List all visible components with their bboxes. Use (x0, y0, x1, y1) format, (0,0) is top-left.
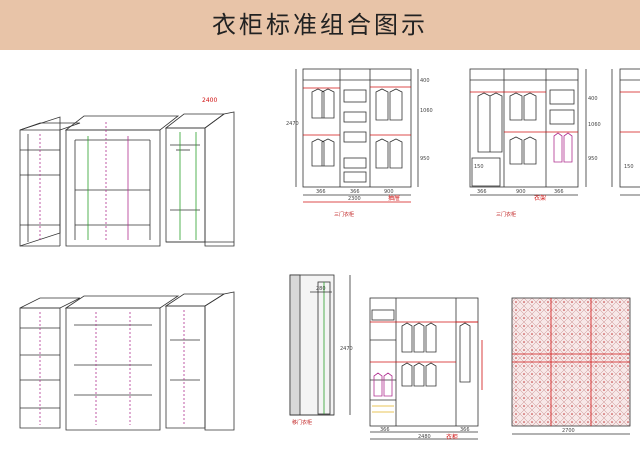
iso-wardrobe-top (19, 111, 235, 247)
wardrobe-a-height-total: 2470 (286, 121, 299, 127)
wardrobe-b (469, 68, 587, 196)
wardrobe-b-width-1: 366 (477, 189, 487, 195)
wardrobe-b-accent-garments (553, 132, 573, 163)
wardrobe-b-note: 衣架 (534, 194, 546, 202)
wardrobe-b-caption: 三门衣柜 (496, 211, 516, 218)
sliding-wardrobe (369, 297, 483, 440)
door-panel-width: 2700 (562, 428, 575, 434)
sliding-wardrobe-total-width: 2480 (418, 434, 431, 440)
wardrobe-a-height-2: 1060 (420, 108, 433, 114)
wardrobe-b-height-1: 400 (588, 96, 598, 102)
wardrobe-a-total-width: 2300 (348, 196, 361, 202)
wardrobe-b-height-2: 1060 (588, 122, 601, 128)
title-banner (0, 0, 640, 50)
wardrobe-c-label: 150 (624, 164, 634, 170)
wardrobe-a-height-1: 400 (420, 78, 430, 84)
wardrobe-a-width-3: 900 (384, 189, 394, 195)
door-panel-elevation (511, 297, 631, 435)
sliding-wardrobe-width-2: 366 (460, 427, 470, 433)
drawing-area: 2400 (19, 68, 640, 441)
iso-top-label: 2400 (202, 97, 217, 104)
iso-wardrobe-bottom (19, 291, 235, 431)
wardrobe-a-width-1: 366 (316, 189, 326, 195)
wardrobe-b-width-3: 366 (554, 189, 564, 195)
sliding-wardrobe-accent-garments (373, 372, 393, 397)
wardrobe-a-note: 抽屉 (388, 194, 400, 202)
page-title: 衣柜标准组合图示 (212, 11, 428, 39)
wardrobe-b-height-3: 950 (588, 156, 598, 162)
side-section (289, 274, 351, 416)
wardrobe-a (295, 68, 419, 203)
side-section-height: 2470 (340, 346, 353, 352)
wardrobe-a-caption: 三门衣柜 (334, 211, 354, 218)
sliding-wardrobe-width-1: 366 (380, 427, 390, 433)
side-section-caption: 移门衣柜 (292, 419, 312, 426)
sliding-wardrobe-yellow-hangers (372, 405, 394, 413)
side-section-width: 280 (316, 286, 326, 292)
wardrobe-b-drawer-label: 150 (474, 164, 484, 170)
sliding-wardrobe-note: 衣柜 (446, 433, 458, 441)
iso-wardrobe-top-accents (39, 122, 197, 242)
wardrobe-b-width-2: 900 (516, 189, 526, 195)
wardrobe-c-partial (611, 68, 640, 196)
wardrobe-a-width-2: 366 (350, 189, 360, 195)
iso-wardrobe-bottom-accents (39, 310, 185, 425)
wardrobe-a-height-3: 950 (420, 156, 430, 162)
